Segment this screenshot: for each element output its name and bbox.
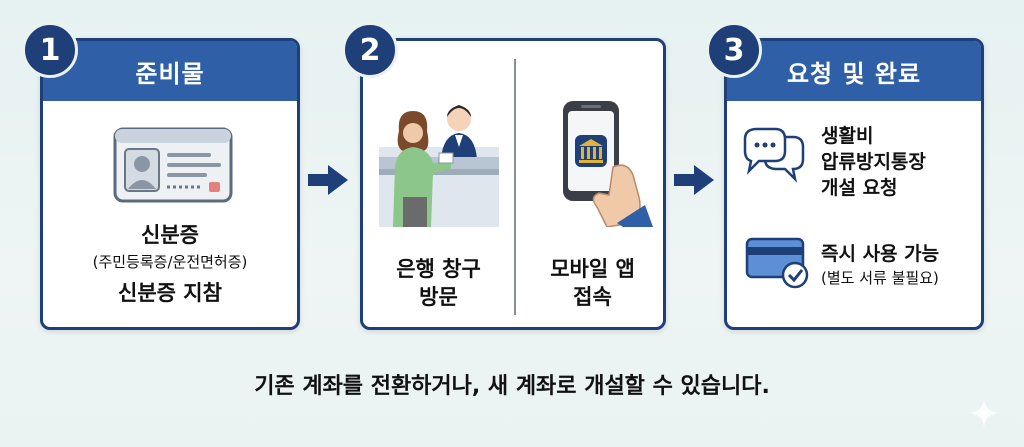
caption: 기존 계좌를 전환하거나, 새 계좌로 개설할 수 있습니다. bbox=[254, 374, 770, 399]
sparkle-icon bbox=[970, 399, 998, 427]
chat-bubbles-icon bbox=[743, 127, 805, 183]
id-card-icon bbox=[113, 127, 233, 203]
step-2-divider bbox=[514, 59, 516, 315]
mobile-app-icon bbox=[563, 101, 653, 227]
bank-counter-icon bbox=[379, 105, 499, 227]
step-2-option-2-line1: 모바일 앱 bbox=[550, 257, 635, 281]
step-3-header: 요청 및 완료 bbox=[727, 41, 981, 101]
step-3-item-1-line2: 압류방지통장 bbox=[821, 151, 926, 173]
step-3-badge: 3 bbox=[706, 22, 762, 78]
step-3-item-1-line1: 생활비 bbox=[821, 125, 874, 147]
step-2-badge: 2 bbox=[342, 22, 398, 78]
step-3-item-1-line3: 개설 요청 bbox=[821, 177, 898, 199]
step-2-option-1-line1: 은행 창구 bbox=[396, 257, 481, 281]
arrow-right-icon bbox=[308, 165, 348, 195]
step-1-header: 준비물 bbox=[43, 41, 297, 101]
step-2-option-2-line2: 접속 bbox=[573, 285, 612, 309]
step-1-item-title: 신분증 bbox=[141, 223, 199, 247]
step-2-option-1-line2: 방문 bbox=[419, 285, 458, 309]
step-2-card: 은행 창구 방문 모바일 앱 접속 bbox=[360, 38, 666, 330]
step-3-card: 요청 및 완료 생활비 압류방지통장 개설 요청 즉시 사용 가능 (별도 서류… bbox=[724, 38, 984, 330]
step-3-item-2-line2: (별도 서류 불필요) bbox=[821, 269, 939, 287]
step-1-item-note: 신분증 지참 bbox=[118, 281, 222, 305]
step-1-card: 준비물 신분증 (주민등록증/운전면허증) 신분증 지참 bbox=[40, 38, 300, 330]
card-check-icon bbox=[745, 237, 809, 289]
step-1-item-detail: (주민등록증/운전면허증) bbox=[92, 253, 248, 271]
step-3-item-2-line1: 즉시 사용 가능 bbox=[821, 243, 940, 265]
arrow-right-icon bbox=[674, 165, 714, 195]
step-1-badge: 1 bbox=[22, 22, 78, 78]
